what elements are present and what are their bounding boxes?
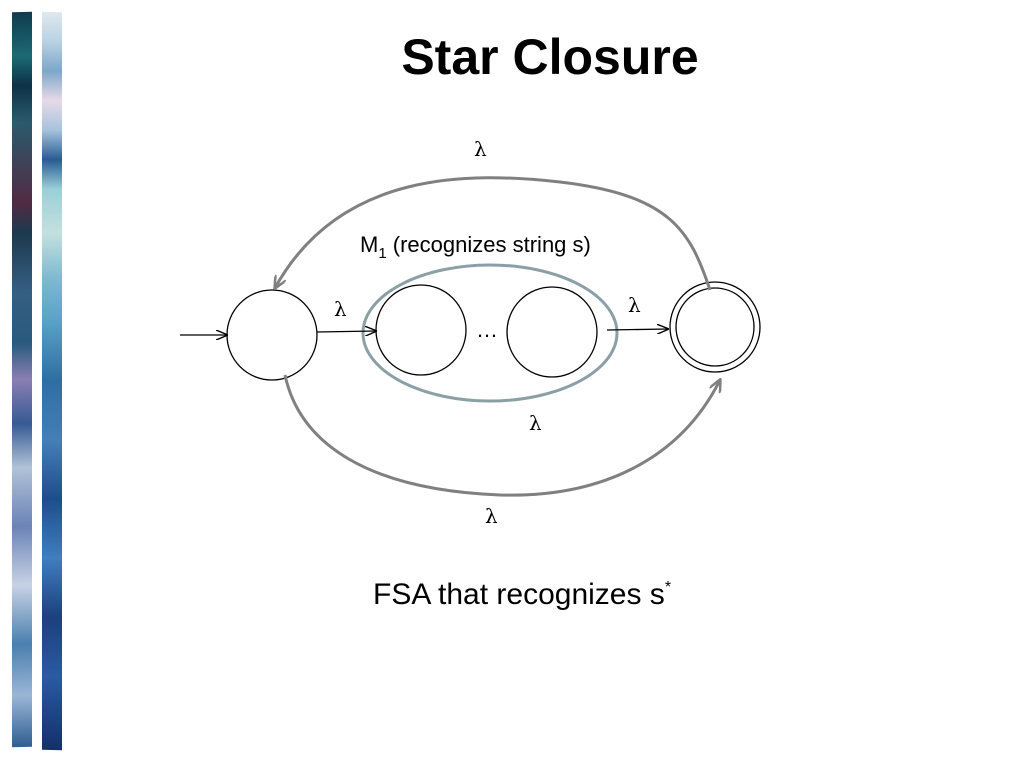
start-state <box>226 289 318 381</box>
lambda-label-exit: λ <box>628 293 641 317</box>
lambda-label-middle-bottom: λ <box>529 411 542 435</box>
loop-back-arrow <box>275 176 712 290</box>
accepting-state-inner <box>675 287 755 367</box>
machine-m1-label: M1 (recognizes string s) <box>360 232 591 262</box>
entry-transition-arrow <box>316 331 376 332</box>
skip-arrow <box>283 374 720 497</box>
m1-first-state <box>375 284 467 376</box>
lambda-label-bottom: λ <box>485 504 498 528</box>
lambda-label-top: λ <box>474 137 487 161</box>
machine-m1-outline <box>361 263 619 403</box>
accepting-state-outer <box>669 281 761 373</box>
diagram-caption: FSA that recognizes s* <box>373 578 671 611</box>
lambda-label-entry: λ <box>334 297 347 321</box>
m1-last-state <box>506 286 598 378</box>
intermediate-states-ellipsis: … <box>476 317 498 342</box>
slide-title: Star Closure <box>401 29 699 85</box>
exit-transition-arrow <box>606 329 668 330</box>
